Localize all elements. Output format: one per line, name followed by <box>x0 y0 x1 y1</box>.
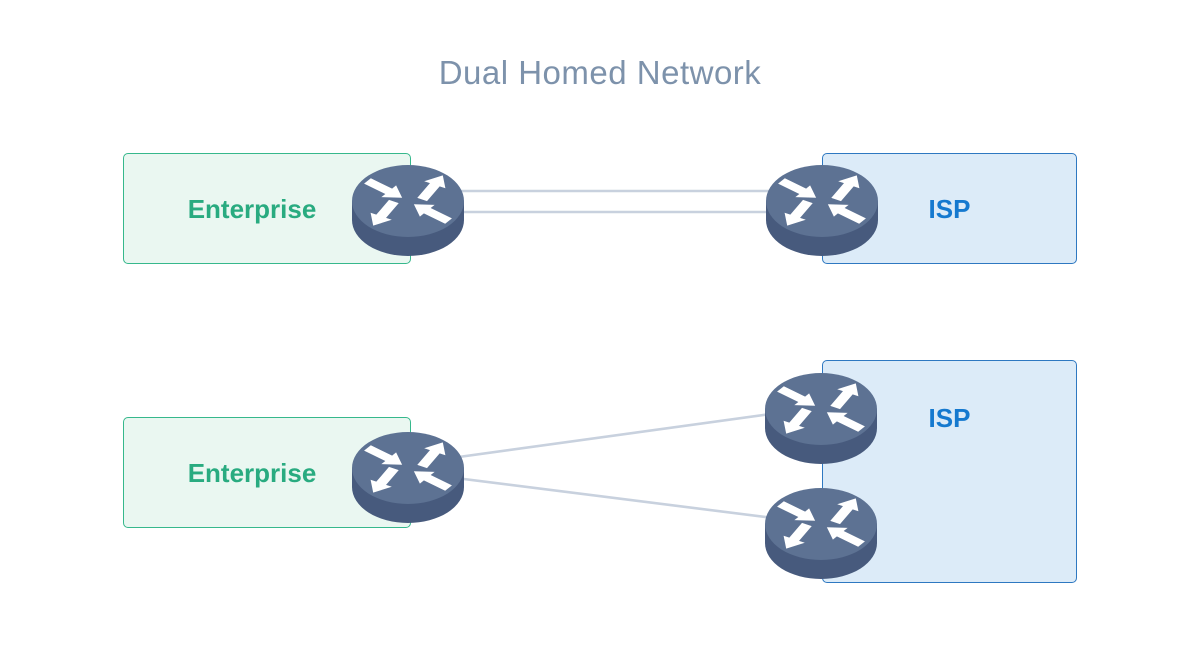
router-icon <box>348 163 468 258</box>
router-icon <box>761 486 881 581</box>
router-icon <box>761 371 881 466</box>
link-line-bottom-2 <box>407 470 822 526</box>
enterprise-label: Enterprise <box>187 193 317 224</box>
link-line-bottom-1 <box>407 405 822 466</box>
diagram-title: Dual Homed Network <box>438 54 762 91</box>
isp-label: ISP <box>928 193 971 224</box>
router-icon <box>348 430 468 525</box>
isp-label: ISP <box>928 403 971 433</box>
router-icon <box>762 163 882 258</box>
enterprise-label: Enterprise <box>187 457 317 488</box>
